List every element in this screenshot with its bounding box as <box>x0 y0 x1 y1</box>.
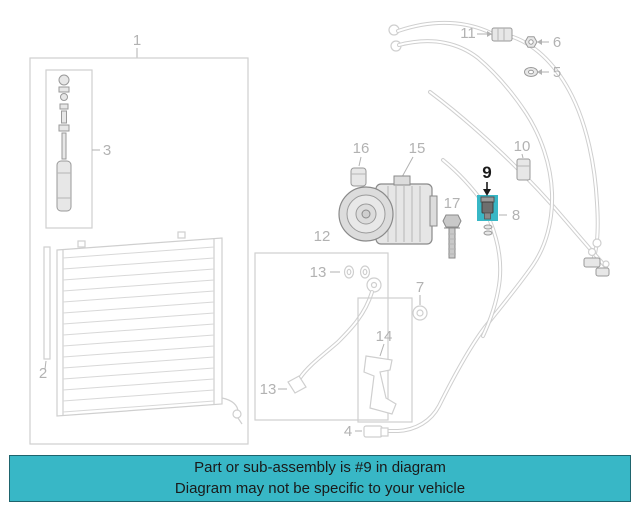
callout-8: 8 <box>512 207 520 224</box>
callout-7: 7 <box>416 279 424 296</box>
callout-6: 6 <box>553 34 561 51</box>
callout-17: 17 <box>444 195 461 212</box>
condenser-drawing <box>56 231 243 425</box>
callout-5-arrow <box>537 69 549 75</box>
callout-13a: 13 <box>310 264 327 281</box>
callout-12: 12 <box>314 228 331 245</box>
condenser-fins <box>62 246 215 413</box>
highlighted-part-9 <box>477 195 498 236</box>
bracket-drawing <box>363 355 397 415</box>
banner-line-1: Part or sub-assembly is #9 in diagram <box>194 459 446 476</box>
hose-end-fitting <box>287 375 307 394</box>
bolt-threads <box>448 233 456 255</box>
hose-fitting-4-drawing <box>355 425 389 438</box>
callout-5: 5 <box>553 64 561 81</box>
refrigerant-lines-drawing <box>386 20 610 433</box>
callout-13b: 13 <box>260 381 277 398</box>
nut-6-drawing <box>524 36 538 48</box>
callout-9-arrow <box>483 182 491 196</box>
washer-7-drawing <box>412 295 428 321</box>
assembly-box-1-outline <box>29 57 249 445</box>
callout-arrows <box>477 31 549 216</box>
callout-labels: 1 2 3 4 5 6 7 8 9 10 11 12 13 13 14 15 1… <box>39 25 561 440</box>
callout-4: 4 <box>344 423 352 440</box>
receiver-drier-box-3 <box>45 69 100 229</box>
bolt-17-drawing <box>442 214 462 259</box>
fitting-10-drawing <box>516 153 531 181</box>
fitting-11-drawing <box>491 27 513 42</box>
compressor-pulley <box>338 186 394 242</box>
bushing-16-drawing <box>350 156 367 187</box>
callout-11: 11 <box>460 25 476 42</box>
callout-3: 3 <box>103 142 111 159</box>
washer-5-drawing <box>524 67 538 77</box>
callout-6-arrow <box>537 39 549 45</box>
callout-10: 10 <box>514 138 531 155</box>
callout-2: 2 <box>39 365 47 382</box>
hose-box-12 <box>254 252 389 421</box>
callout-9-highlighted: 9 <box>482 163 491 182</box>
bracket-box-14 <box>357 297 413 423</box>
callout-1: 1 <box>133 32 141 49</box>
o-rings-8-drawing <box>483 224 493 236</box>
ac-hose-drawing <box>287 277 382 394</box>
compressor-drawing <box>338 156 438 245</box>
seal-strip-drawing <box>43 246 51 370</box>
compressor-ribs <box>387 186 421 242</box>
callout-15: 15 <box>409 140 426 157</box>
valve-9-drawing <box>480 196 495 220</box>
callout-14: 14 <box>376 328 393 345</box>
receiver-drier-drawing <box>56 74 72 212</box>
banner-line-2: Diagram may not be specific to your vehi… <box>174 480 466 497</box>
callout-16: 16 <box>353 140 370 157</box>
callout-11-arrow <box>477 31 492 37</box>
o-ring-pair-13 <box>343 265 371 279</box>
assembly-box-1 <box>29 48 249 445</box>
info-banner: Part or sub-assembly is #9 in diagram Di… <box>9 455 631 502</box>
